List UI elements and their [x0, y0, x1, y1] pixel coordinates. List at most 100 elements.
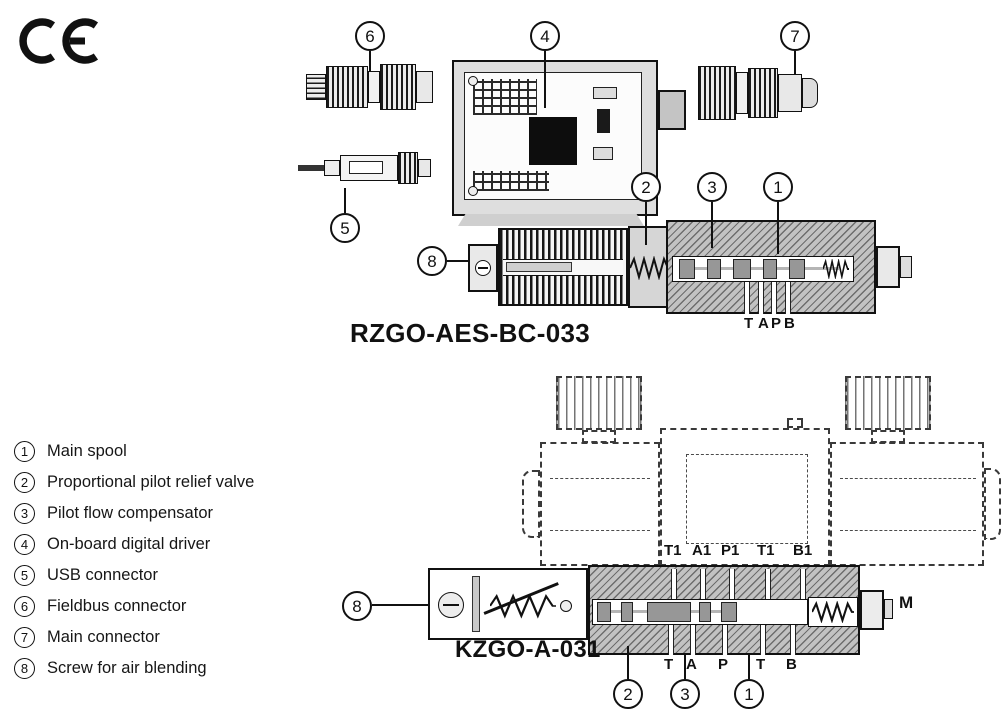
connector-knurl-ring [380, 64, 416, 110]
legend-label: Screw for air blending [47, 658, 207, 677]
usb-connector [298, 148, 432, 188]
port-label-P: P [718, 656, 729, 673]
connector-body [778, 74, 802, 112]
legend-label: On-board digital driver [47, 534, 211, 553]
port-slot [744, 282, 750, 314]
leader-line [627, 646, 629, 679]
connector-knurl-ring [748, 68, 778, 118]
callout-7: 7 [780, 21, 810, 51]
end-plug [876, 246, 900, 288]
callout-1: 1 [763, 172, 793, 202]
housing-base [458, 214, 644, 226]
adjustment-screw [438, 592, 464, 618]
leader-line [372, 604, 428, 606]
leader-line [447, 260, 468, 262]
port-slot [771, 282, 777, 314]
port-label-T: T [664, 656, 674, 673]
spring [630, 256, 670, 280]
end-plug-tip [900, 256, 912, 278]
port-label-A: A [758, 315, 769, 332]
usb-plug-body [340, 155, 398, 181]
main-valve-screw [787, 418, 803, 428]
port-slot [668, 625, 674, 655]
port-slot [690, 625, 696, 655]
legend-number: 8 [14, 657, 35, 679]
spool-land [679, 259, 695, 279]
model-label-rzgo: RZGO-AES-BC-033 [350, 318, 590, 348]
spool-land [597, 602, 611, 622]
smd-components [473, 79, 537, 115]
armature [506, 262, 572, 272]
port-slot [729, 569, 735, 599]
compensator-spool-housing [666, 220, 876, 314]
callout-2: 2 [631, 172, 661, 202]
pcb-component [593, 147, 613, 160]
port-label-B1: B1 [793, 542, 813, 559]
spring [823, 259, 849, 279]
callout-3: 3 [670, 679, 700, 709]
callout-8: 8 [417, 246, 447, 276]
legend-item: 5 USB connector [14, 564, 254, 586]
pcb-screw [468, 76, 478, 86]
housing-connector-stub [658, 90, 686, 130]
usb-strain-relief [324, 160, 340, 176]
spring-plate [472, 576, 480, 632]
port-label-A1: A1 [692, 542, 712, 559]
gauge-plug-tip [884, 599, 893, 619]
legend-number: 6 [14, 595, 35, 617]
microprocessor-chip [529, 117, 577, 165]
spool-land [721, 602, 737, 622]
legend-item: 8 Screw for air blending [14, 657, 254, 679]
main-valve-connector-right [845, 376, 931, 430]
leader-line [777, 202, 779, 254]
driver-pcb [464, 72, 642, 200]
legend-number: 7 [14, 626, 35, 648]
kzgo-relief-valve-block [428, 568, 588, 640]
main-valve-solenoid-left [540, 442, 660, 566]
callout-4: 4 [530, 21, 560, 51]
rzgo-valve-body [468, 220, 928, 314]
port-label-B: B [786, 656, 797, 673]
detail-line [550, 530, 650, 531]
spool-land [707, 259, 721, 279]
callout-6: 6 [355, 21, 385, 51]
connector-ring [736, 72, 748, 114]
legend-label: Proportional pilot relief valve [47, 472, 255, 491]
callout-8: 8 [342, 591, 372, 621]
port-label-P: P [771, 315, 782, 332]
legend-item: 6 Fieldbus connector [14, 595, 254, 617]
spool-land [647, 602, 691, 622]
spool-land [733, 259, 751, 279]
legend-number: 4 [14, 533, 35, 555]
port-slot [800, 569, 806, 599]
air-blending-screw-cap [468, 244, 498, 292]
legend-item: 7 Main connector [14, 626, 254, 648]
leader-line [544, 51, 546, 108]
port-label-T: T [756, 656, 766, 673]
leader-line [369, 51, 371, 72]
spool-land [789, 259, 805, 279]
legend-label: Pilot flow compensator [47, 503, 213, 522]
solenoid-coil [498, 228, 628, 306]
connector-ring [368, 71, 380, 103]
connector-cap [802, 78, 818, 108]
callout-1: 1 [734, 679, 764, 709]
port-slot [722, 625, 728, 655]
leader-line [711, 202, 713, 248]
port-label-A: A [686, 656, 697, 673]
connector-tip [416, 71, 433, 103]
legend-list: 1 Main spool 2 Proportional pilot relief… [14, 440, 254, 679]
smd-components [473, 171, 549, 191]
connector-thread [306, 74, 326, 100]
pcb-component [597, 109, 610, 133]
fieldbus-connector [306, 62, 434, 112]
main-valve-bore [686, 454, 808, 544]
port-slot [700, 569, 706, 599]
spring-cavity [808, 597, 858, 627]
detail-line [550, 478, 650, 479]
spring [812, 601, 854, 623]
solenoid-end-cap-right [984, 468, 1001, 540]
legend-number: 1 [14, 440, 35, 462]
solenoid-end-cap-left [522, 470, 540, 538]
legend-number: 5 [14, 564, 35, 586]
